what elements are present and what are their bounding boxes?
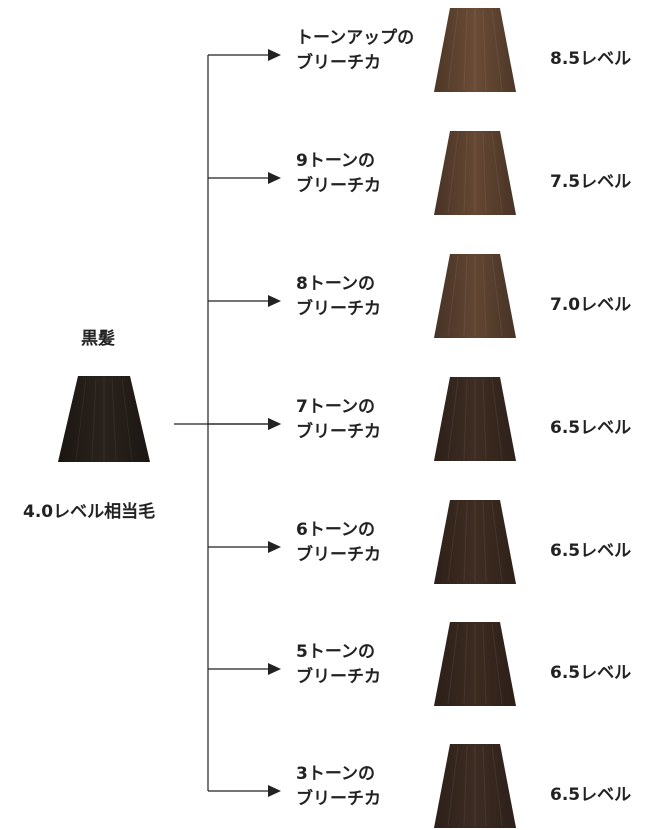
bleach-power-line1: トーンアップの <box>296 28 415 48</box>
bleach-power-line2: ブリーチカ <box>296 544 381 565</box>
result-level-label: 6.5レベル <box>550 541 632 561</box>
source-hair-swatch <box>58 376 150 462</box>
bleach-power-line1: 8トーンの <box>296 274 375 294</box>
bleach-power-label: 8トーンのブリーチカ <box>296 272 381 321</box>
bleach-power-label: 5トーンのブリーチカ <box>296 640 381 689</box>
bleach-power-line2: ブリーチカ <box>296 666 381 687</box>
bleach-power-label: 3トーンのブリーチカ <box>296 762 381 811</box>
result-hair-swatch <box>434 254 516 338</box>
result-hair-swatch <box>434 131 516 215</box>
bleach-power-label: 6トーンのブリーチカ <box>296 518 381 567</box>
source-title: 黒髪 <box>81 329 115 349</box>
bleach-power-line1: 5トーンの <box>296 642 375 662</box>
result-hair-swatch <box>434 500 516 584</box>
bleach-power-label: 9トーンのブリーチカ <box>296 149 381 198</box>
bleach-power-line2: ブリーチカ <box>296 298 381 319</box>
bleach-power-line2: ブリーチカ <box>296 52 381 73</box>
bleach-power-line1: 9トーンの <box>296 151 375 171</box>
source-level-label: 4.0レベル相当毛 <box>23 502 156 522</box>
result-hair-swatch <box>434 377 516 461</box>
bleach-power-line1: 3トーンの <box>296 764 375 784</box>
result-hair-swatch <box>434 622 516 706</box>
bleach-power-line2: ブリーチカ <box>296 175 381 196</box>
result-level-label: 7.0レベル <box>550 295 632 315</box>
bleach-power-line1: 6トーンの <box>296 520 375 540</box>
result-hair-swatch <box>434 8 516 92</box>
branch-arrowhead <box>268 541 281 553</box>
result-level-label: 8.5レベル <box>550 49 632 69</box>
branch-arrowhead <box>268 418 281 430</box>
result-hair-swatch <box>434 744 516 828</box>
branch-arrowhead <box>268 295 281 307</box>
bleach-power-label: トーンアップのブリーチカ <box>296 26 414 75</box>
result-level-label: 6.5レベル <box>550 663 632 683</box>
result-level-label: 6.5レベル <box>550 785 632 805</box>
branch-arrowhead <box>268 785 281 797</box>
result-level-label: 6.5レベル <box>550 418 632 438</box>
bleach-power-line2: ブリーチカ <box>296 421 381 442</box>
bleach-power-label: 7トーンのブリーチカ <box>296 395 381 444</box>
branch-arrowhead <box>268 49 281 61</box>
result-level-label: 7.5レベル <box>550 172 632 192</box>
branch-arrowhead <box>268 172 281 184</box>
branch-arrowhead <box>268 663 281 675</box>
bleach-power-line1: 7トーンの <box>296 397 375 417</box>
bleach-power-line2: ブリーチカ <box>296 788 381 809</box>
